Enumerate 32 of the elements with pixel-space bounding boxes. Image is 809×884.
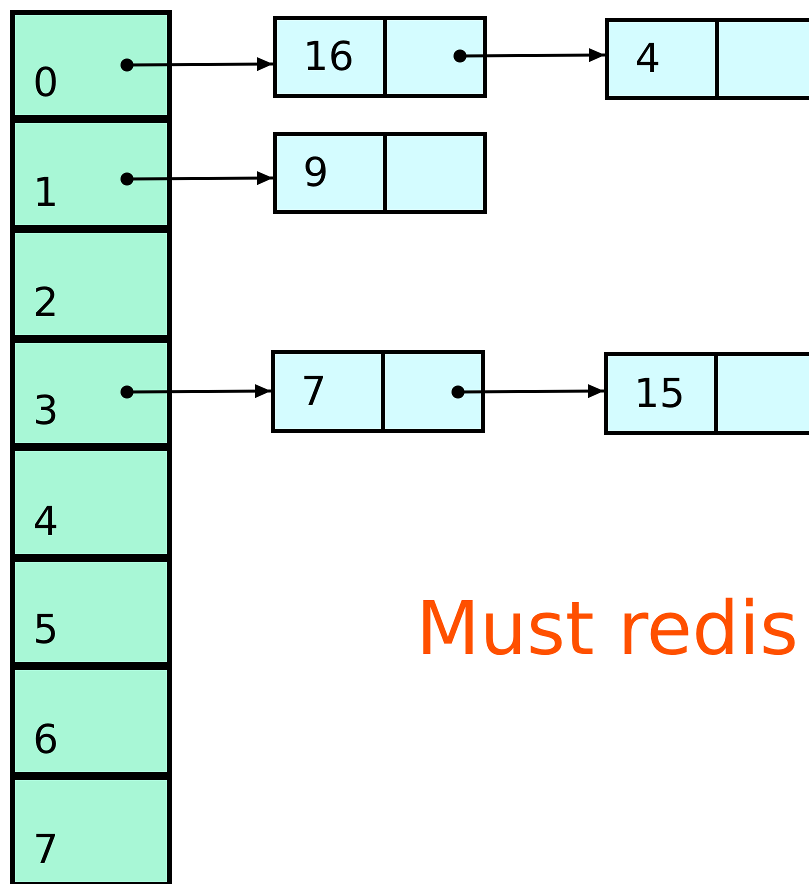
list-node [271, 350, 485, 433]
slot-index: 5 [33, 610, 58, 650]
slot-index: 1 [33, 173, 58, 213]
list-node [273, 132, 487, 214]
pointer-arrow [120, 171, 273, 186]
table-slot [10, 338, 172, 448]
table-slot [10, 557, 172, 667]
slot-index: 4 [33, 502, 58, 542]
slot-index: 6 [33, 720, 58, 760]
pointer-arrow [120, 384, 271, 398]
pointer-arrow [120, 57, 273, 72]
node-value: 7 [301, 372, 326, 412]
list-node [273, 16, 487, 98]
slot-index: 2 [33, 283, 58, 323]
table-slot [10, 228, 172, 340]
list-node [604, 352, 809, 435]
table-slot [10, 775, 172, 884]
table-slot [10, 665, 172, 777]
table-slot [10, 118, 172, 230]
pointer-arrow [454, 48, 605, 62]
slot-index: 3 [33, 391, 58, 431]
slot-index: 7 [33, 830, 58, 870]
list-node [605, 18, 809, 100]
table-slot [10, 446, 172, 559]
slot-index: 0 [33, 63, 58, 103]
node-value: 9 [303, 153, 328, 193]
node-value: 15 [634, 374, 685, 414]
table-slot [10, 10, 172, 120]
node-value: 4 [635, 39, 660, 79]
node-value: 16 [303, 37, 354, 77]
warning-note: Must redis [416, 592, 798, 666]
pointer-arrow [452, 384, 604, 398]
